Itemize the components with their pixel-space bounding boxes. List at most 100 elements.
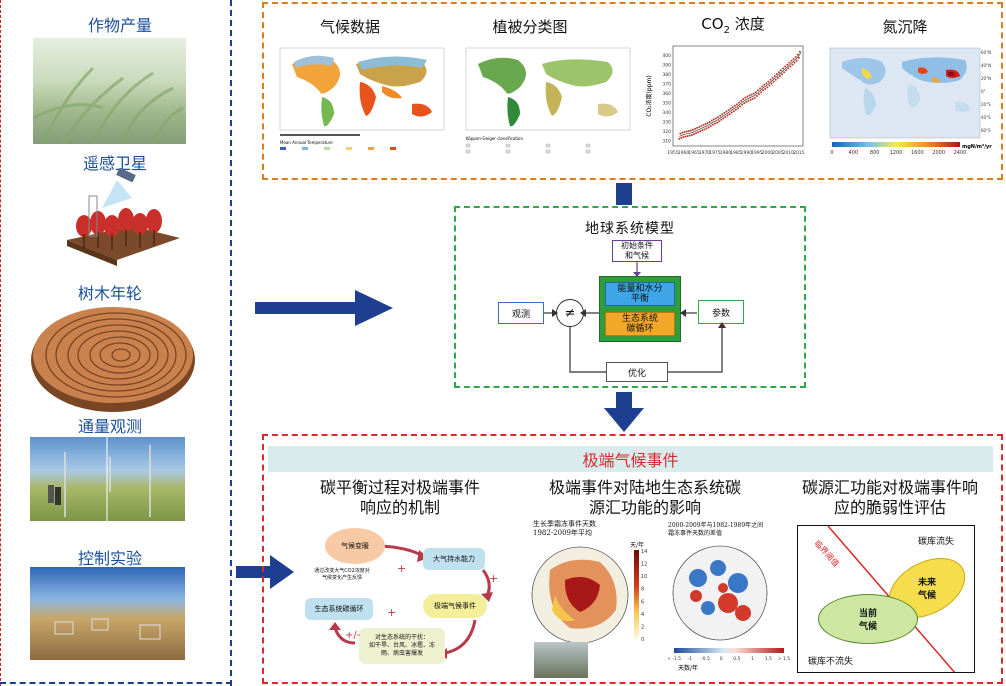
water-capacity-node: 大气持水能力 bbox=[423, 548, 485, 570]
co2-point bbox=[749, 98, 752, 101]
observation-label: 观测 bbox=[511, 309, 530, 320]
co2-point bbox=[746, 95, 749, 98]
co2-point bbox=[790, 59, 793, 62]
frost-colorbar-tick: 4 bbox=[641, 612, 644, 618]
carbon-cycle-label: 生态系统 碳循环 bbox=[621, 314, 658, 334]
future-climate-label: 未来 气候 bbox=[917, 578, 937, 602]
parameter-box: 参数 bbox=[698, 300, 744, 324]
co2-point bbox=[730, 111, 733, 114]
n-lat-tick: 40°S bbox=[981, 115, 991, 120]
co2-point bbox=[728, 113, 731, 116]
co2-point bbox=[710, 119, 713, 122]
co2-point bbox=[733, 104, 736, 107]
veg-map-title: 植被分类图 bbox=[492, 18, 568, 36]
co2-title: CO2 浓度 bbox=[673, 13, 793, 36]
co2-point bbox=[761, 85, 764, 88]
co2-ytick-label: 350 bbox=[662, 101, 671, 107]
frost-diff-colorbar-tick: 0.5 bbox=[733, 656, 740, 662]
tree-ring-icon bbox=[31, 307, 195, 412]
co2-xtick-label: 1965 bbox=[688, 150, 700, 156]
frost-colorbar-tick: 0 bbox=[641, 637, 644, 643]
co2-point bbox=[735, 103, 738, 106]
co2-point bbox=[772, 80, 775, 83]
co2-point bbox=[699, 130, 702, 133]
co2-point bbox=[732, 110, 735, 113]
tree-ring-label: 树木年轮 bbox=[77, 284, 142, 303]
crop-yield-label: 作物产量 bbox=[87, 16, 152, 35]
co2-point bbox=[787, 67, 790, 70]
co2-point bbox=[764, 87, 767, 90]
co2-point bbox=[793, 61, 796, 64]
n-colorbar-tick: 1200 bbox=[890, 150, 903, 156]
n-lat-tick: 40°N bbox=[981, 63, 991, 68]
co2-point bbox=[744, 96, 747, 99]
co2-point bbox=[777, 71, 780, 74]
frost-diff-unit: 天数/年 bbox=[678, 664, 698, 672]
co2-point bbox=[700, 125, 703, 127]
co2-point bbox=[796, 53, 799, 56]
co2-xtick-label: 2000 bbox=[762, 150, 774, 156]
water-capacity-label: 大气持水能力 bbox=[433, 555, 475, 563]
co2-point bbox=[778, 75, 781, 77]
arrow-right-small-icon bbox=[236, 555, 294, 589]
co2-xtick-label: 1960 bbox=[678, 150, 690, 156]
co2-xtick-label: 2005 bbox=[772, 150, 784, 156]
carbon-loss-label: 碳库流失 bbox=[918, 537, 955, 547]
co2-xtick-label: 1985 bbox=[730, 150, 742, 156]
co2-point bbox=[781, 73, 784, 76]
co2-point bbox=[714, 117, 717, 120]
n-colorbar-tick: 0 bbox=[830, 150, 833, 156]
co2-point bbox=[740, 99, 743, 102]
n-unit: mgN/m²/yr bbox=[962, 144, 992, 150]
climate-change-node: 气候变暖 bbox=[325, 528, 385, 564]
co2-point bbox=[791, 63, 794, 66]
co2-point bbox=[748, 94, 751, 97]
frost-colorbar-tick: 12 bbox=[641, 562, 647, 568]
co2-point bbox=[774, 78, 777, 81]
climate-legend-title: Mean Annual Temperature bbox=[280, 140, 333, 145]
co2-ytick-label: 320 bbox=[662, 129, 671, 135]
flux-obs-label: 通量观测 bbox=[77, 417, 142, 436]
n-lat-tick: 60°N bbox=[981, 50, 991, 55]
co2-point bbox=[711, 123, 714, 126]
frost-diff-colorbar-tick: -0.5 bbox=[701, 656, 710, 662]
co2-point bbox=[741, 103, 744, 106]
co2-xtick-label: 1995 bbox=[751, 150, 763, 156]
co2-point bbox=[725, 110, 728, 113]
optimize-box: 优化 bbox=[606, 362, 668, 382]
co2-point bbox=[745, 100, 748, 103]
n-colorbar-tick: 1600 bbox=[911, 150, 924, 156]
co2-point bbox=[759, 87, 762, 90]
co2-point bbox=[717, 116, 720, 119]
model-panel bbox=[454, 206, 806, 388]
remote-sensing-label: 遥感卫星 bbox=[82, 154, 147, 173]
climate-note: 通过改变大气CO2浓度对 气候变化产生反馈 bbox=[314, 568, 370, 581]
co2-point bbox=[703, 128, 706, 131]
co2-point bbox=[689, 129, 692, 132]
co2-point bbox=[753, 96, 756, 99]
parameter-label: 参数 bbox=[711, 308, 730, 319]
control-exp-label: 控制实验 bbox=[77, 549, 142, 568]
arrow-down-icon bbox=[616, 183, 632, 205]
co2-xtick-label: 1970 bbox=[699, 150, 711, 156]
co2-point bbox=[769, 78, 772, 81]
crop-leaves-icon bbox=[33, 38, 186, 144]
n-colorbar-tick: 2400 bbox=[954, 150, 967, 156]
co2-title-sub: 2 bbox=[723, 25, 730, 36]
co2-point bbox=[716, 121, 719, 124]
co2-xtick-label: 1980 bbox=[720, 150, 732, 156]
co2-xtick-label: 1990 bbox=[741, 150, 753, 156]
arrow-right-icon bbox=[255, 290, 393, 326]
frost-diff-colorbar-tick: 1.5 bbox=[765, 656, 772, 662]
co2-point bbox=[794, 55, 797, 58]
co2-ytick-label: 360 bbox=[662, 91, 671, 97]
co2-point bbox=[681, 131, 684, 134]
co2-point bbox=[771, 76, 774, 79]
current-climate-node: 当前 气候 bbox=[818, 594, 918, 644]
co2-xtick-label: 1955 bbox=[667, 150, 679, 156]
co2-point bbox=[685, 130, 688, 133]
n-colorbar-tick: 400 bbox=[849, 150, 859, 156]
